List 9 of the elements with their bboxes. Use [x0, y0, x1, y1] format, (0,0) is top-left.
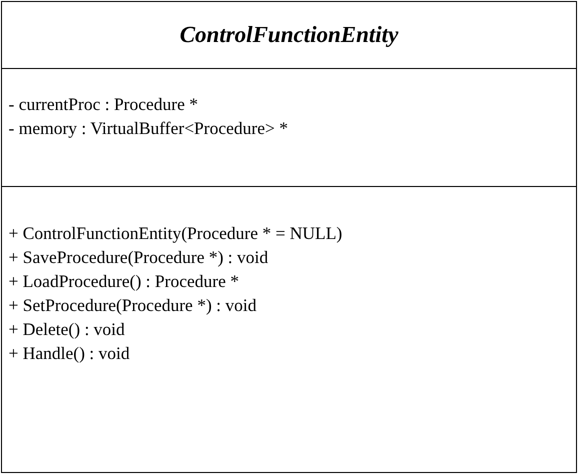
attribute-text: - memory : VirtualBuffer<Procedure> * [8, 117, 288, 139]
operation-text: + LoadProcedure() : Procedure * [8, 270, 239, 292]
class-name: ControlFunctionEntity [178, 22, 400, 48]
operation-text: + SaveProcedure(Procedure *) : void [8, 246, 268, 268]
operation-text: + Delete() : void [8, 318, 125, 340]
operation-text: + ControlFunctionEntity(Procedure * = NULL) [8, 222, 342, 244]
attribute-text: - currentProc : Procedure * [8, 93, 198, 115]
operation-text: + Handle() : void [8, 342, 130, 364]
operation-text: + SetProcedure(Procedure *) : void [8, 294, 256, 316]
